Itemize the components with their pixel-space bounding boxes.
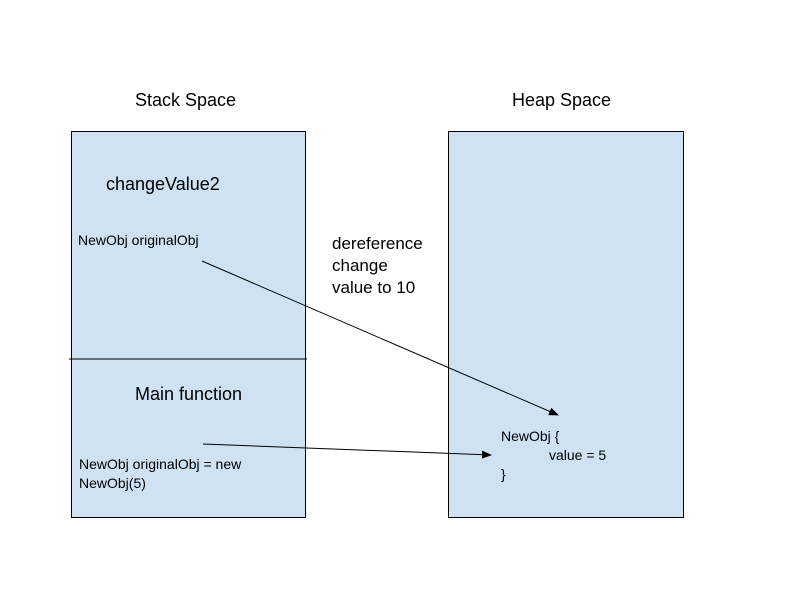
frame-main-variable: NewObj originalObj = new NewObj(5): [79, 456, 242, 491]
heap-object: NewObj { value = 5 }: [501, 427, 606, 484]
frame-changevalue2-title: changeValue2: [106, 174, 220, 194]
heap-object-field: value = 5: [549, 447, 607, 463]
annotation-line-2: change: [332, 256, 388, 275]
dereference-annotation: dereference change value to 10: [332, 233, 452, 299]
annotation-line-1: dereference: [332, 234, 423, 253]
heap-space-title: Heap Space: [512, 90, 612, 110]
frame-changevalue2-variable: NewObj originalObj: [78, 232, 199, 248]
reference-arrow-main: [202, 443, 492, 459]
stack-space-panel: [71, 131, 306, 518]
reference-arrow-changevalue2: [201, 260, 559, 416]
stack-space-title: Stack Space: [135, 90, 237, 110]
heap-object-open: NewObj {: [501, 428, 560, 444]
heap-object-close: }: [501, 466, 506, 482]
frame-main-title: Main function: [135, 384, 243, 404]
annotation-line-3: value to 10: [332, 278, 416, 297]
